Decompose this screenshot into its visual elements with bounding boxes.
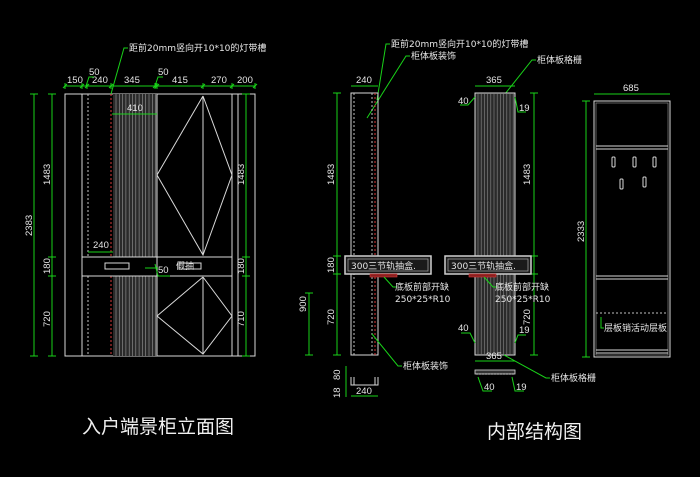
cabinet-c — [593, 100, 671, 358]
dim-1483-left: 1483 — [42, 164, 53, 185]
grille-note-top: 柜体板格栅 — [537, 54, 582, 66]
coat-hooks — [611, 156, 657, 190]
dim-150: 150 — [67, 75, 83, 86]
elevation-view: 假抽 150 240 345 415 270 200 50 50 距前20mm竖… — [24, 42, 266, 438]
fake-drawer-handle — [178, 262, 202, 270]
dim-240-inner: 240 — [93, 240, 109, 251]
dim-section-b-40: 40 — [484, 382, 495, 393]
dim-panel-c-width: 685 — [623, 83, 639, 94]
dim-section-18: 18 — [332, 387, 343, 398]
structure-view: 距前20mm竖向开10*10的灯带槽 柜体板装饰 柜体板格栅 240 1483 … — [298, 38, 671, 443]
light-slot-note: 距前20mm竖向开10*10的灯带槽 — [129, 42, 266, 54]
cabinet-outline — [64, 93, 256, 357]
grille-panel — [113, 94, 157, 356]
dim-240: 240 — [92, 75, 108, 86]
grille-section-b — [474, 369, 516, 375]
side-panel-note-bottom: 柜体板装饰 — [403, 360, 448, 372]
side-panel-a — [350, 92, 379, 356]
dim-200: 200 — [237, 75, 253, 86]
side-panel-note-top: 柜体板装饰 — [411, 50, 456, 62]
dim-710-right: 710 — [236, 311, 247, 327]
structure-title: 内部结构图 — [487, 421, 582, 443]
dim-a-720: 720 — [326, 309, 337, 325]
dim-50-inner: 50 — [158, 265, 169, 276]
dim-section-a-width: 240 — [356, 386, 372, 397]
dim-180-right: 180 — [236, 258, 247, 274]
dim-section-b-19: 19 — [516, 382, 527, 393]
dim-b-bottom-19: 19 — [519, 325, 530, 336]
drawer-box-a: 300三节轨抽盒. — [344, 255, 432, 278]
dim-180-left: 180 — [42, 258, 53, 274]
dim-b-top-40: 40 — [458, 96, 469, 107]
section-a — [350, 377, 379, 386]
dim-section-b-width: 365 — [486, 351, 502, 362]
diamond-pattern-bottom — [156, 276, 233, 355]
dim-b-1483: 1483 — [522, 164, 533, 185]
shelf-pin-note: 层板销活动层板 — [604, 322, 667, 334]
dim-415: 415 — [172, 75, 188, 86]
light-slot-note-2: 距前20mm竖向开10*10的灯带槽 — [391, 38, 528, 50]
dim-panel-a-width: 240 — [356, 75, 372, 86]
elevation-title: 入户端景柜立面图 — [82, 416, 234, 438]
diamond-pattern-top — [156, 95, 233, 257]
dim-720-left: 720 — [42, 311, 53, 327]
dim-section-80: 80 — [332, 369, 343, 380]
dim-b-720: 720 — [522, 309, 533, 325]
dim-gap-50-left: 50 — [89, 67, 100, 78]
dim-b-top-19: 19 — [519, 103, 530, 114]
dim-panel-c-height: 2333 — [576, 221, 587, 242]
cutout-note-a-1: 底板前部开缺 — [395, 281, 449, 293]
dim-270: 270 — [211, 75, 227, 86]
grille-note-bottom: 柜体板格栅 — [551, 372, 596, 384]
drawer-box-b: 300三节轨抽盒. — [444, 255, 532, 278]
drawer-a-label: 300三节轨抽盒. — [351, 260, 416, 272]
dim-panel-b-width: 365 — [486, 75, 502, 86]
dim-total-height: 2383 — [24, 215, 35, 236]
dim-410: 410 — [127, 103, 143, 114]
dim-a-900: 900 — [298, 296, 309, 312]
drawer-b-label: 300三节轨抽盒. — [451, 260, 516, 272]
grille-panel-b — [474, 92, 516, 356]
dim-a-1483: 1483 — [326, 164, 337, 185]
cutout-note-b-1: 底板前部开缺 — [495, 281, 549, 293]
dim-1483-right: 1483 — [236, 164, 247, 185]
dim-b-bottom-40: 40 — [458, 323, 469, 334]
dim-gap-50-right: 50 — [158, 67, 169, 78]
handle-slot — [104, 262, 130, 270]
dim-a-180: 180 — [326, 257, 337, 273]
cutout-note-a-2: 250*25*R10 — [395, 295, 451, 305]
dim-345: 345 — [124, 75, 140, 86]
cutout-note-b-2: 250*25*R10 — [495, 295, 551, 305]
fake-drawer-label: 假抽 — [176, 260, 194, 272]
